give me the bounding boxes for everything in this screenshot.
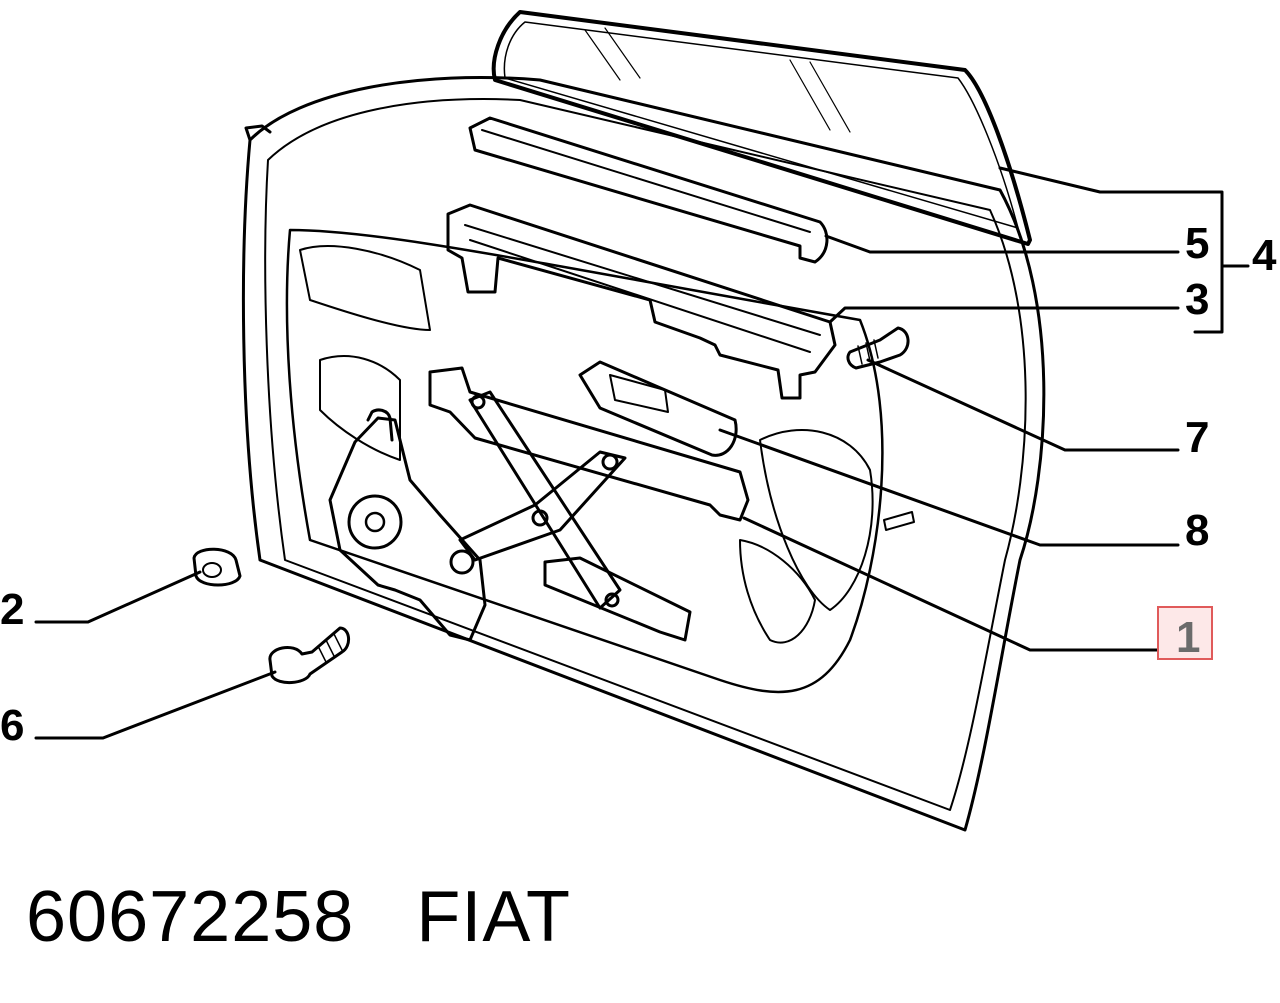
part-number: 60672258	[26, 877, 355, 957]
callout-1: 1	[1176, 613, 1200, 662]
leader-part-8	[718, 428, 1180, 547]
window-motor-housing	[328, 416, 487, 642]
brand-name: FIAT	[416, 877, 571, 957]
window-motor-shaft	[449, 549, 475, 575]
window-glass	[491, 10, 1032, 246]
door-hinge-stub	[244, 124, 272, 142]
bolt-part-6	[268, 626, 350, 684]
leader-part-7	[866, 358, 1180, 452]
door-lock-module-box	[609, 374, 669, 413]
regulator-top-rail	[428, 366, 750, 522]
leader-part-6	[34, 670, 277, 740]
regulator-pivot-mid	[531, 509, 549, 527]
regulator-arm-a	[468, 390, 622, 610]
callout-2: 2	[0, 585, 24, 634]
highlight-box	[1157, 606, 1213, 660]
door-shell	[241, 76, 1046, 832]
callout-6: 6	[0, 701, 24, 750]
leader-part-2	[34, 570, 202, 624]
nut-part-2	[192, 547, 242, 587]
callout-5: 5	[1185, 219, 1209, 268]
regulator-arm-b	[458, 450, 627, 562]
bolt-part-7	[846, 326, 910, 370]
glass-bracket-rail	[464, 224, 821, 353]
glass-run-channel-groove	[481, 129, 811, 233]
glass-run-channel	[468, 116, 829, 264]
regulator-bottom-slider	[543, 556, 692, 642]
callout-7: 7	[1185, 413, 1209, 462]
bolt-part-6-thread	[317, 633, 343, 663]
window-motor-gear-hub	[364, 511, 386, 533]
door-handle-slot	[883, 511, 915, 531]
regulator-pivot-bottom	[604, 592, 620, 608]
regulator-pivot-top	[601, 453, 619, 471]
leader-part-4	[998, 166, 1224, 334]
door-inner-panel	[285, 228, 884, 694]
window-glass-inner	[503, 21, 1019, 229]
glass-bracket	[446, 203, 837, 400]
regulator-pivot-left	[470, 394, 486, 410]
bolt-part-7-thread	[857, 339, 879, 365]
glass-reflection-1	[584, 27, 851, 133]
door-cutout-upper	[299, 245, 431, 331]
leader-part-1	[742, 516, 1162, 652]
door-cutout-lower	[319, 355, 401, 461]
door-cutout-bottom	[739, 539, 816, 644]
callout-8: 8	[1185, 506, 1209, 555]
nut-part-2-hole	[202, 562, 222, 578]
callout-3: 3	[1185, 275, 1209, 324]
window-motor-gear	[347, 494, 403, 550]
window-motor-cap	[366, 408, 394, 442]
door-cutout-right	[759, 429, 874, 611]
callout-4: 4	[1252, 231, 1277, 280]
door-shell-inner	[264, 98, 1027, 811]
leader-part-3	[828, 306, 1180, 324]
door-lock-module	[578, 360, 738, 457]
footer-caption: 60672258 FIAT	[26, 876, 633, 958]
leader-part-5	[824, 234, 1180, 254]
